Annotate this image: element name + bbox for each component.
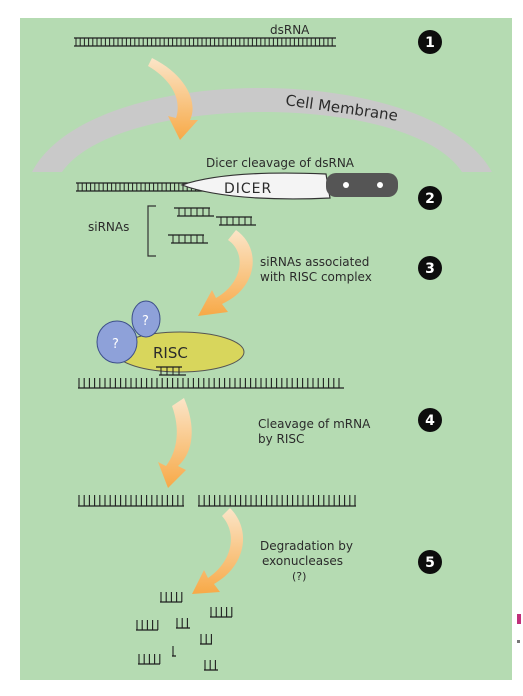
dsrna-strand <box>74 37 336 47</box>
dicer-handle <box>326 173 398 197</box>
dsrna-at-dicer <box>76 182 206 192</box>
unknown-protein-2-label: ? <box>142 314 149 329</box>
cleavage-label-2: by RISC <box>258 432 304 446</box>
unknown-protein-1 <box>96 320 138 364</box>
step-4-number: 4 <box>425 413 435 429</box>
edge-dot-mark <box>517 640 520 643</box>
degradation-label-2: exonucleases <box>262 554 343 568</box>
sirnas-bracket <box>147 205 156 257</box>
step-2-number: 2 <box>425 191 435 207</box>
step-4-circle <box>418 408 442 432</box>
risc-label: RISC <box>153 344 188 362</box>
handle-rivet-2 <box>377 182 383 188</box>
sirna-fragments <box>168 207 256 244</box>
step-3-number: 3 <box>425 261 435 277</box>
arrow-4 <box>192 508 244 594</box>
step-5-number: 5 <box>425 555 435 571</box>
step-2-circle <box>418 186 442 210</box>
arrow-1 <box>148 58 198 140</box>
risc-complex: ? ? RISC <box>96 300 245 376</box>
arrow-2 <box>198 230 253 316</box>
arrow-3 <box>158 398 192 488</box>
sirnas-label: siRNAs <box>88 220 129 234</box>
dicer-knife: DICER <box>180 172 398 200</box>
handle-rivet-1 <box>343 182 349 188</box>
step-1-circle <box>418 30 442 54</box>
step-3-circle <box>418 256 442 280</box>
step-5-circle <box>418 550 442 574</box>
diagram-panel <box>20 18 512 680</box>
risc-bound-sirna <box>156 366 186 376</box>
cleaved-mrna-right <box>198 495 356 507</box>
mrna-strand <box>78 378 344 389</box>
cell-membrane <box>32 88 492 172</box>
degraded-fragments <box>136 592 233 671</box>
step-1-number: 1 <box>425 35 435 51</box>
dicer-label: DICER <box>224 181 272 197</box>
edge-accent-mark <box>517 614 521 624</box>
degradation-label-3: (?) <box>292 570 306 583</box>
cleavage-label-1: Cleavage of mRNA <box>258 417 371 431</box>
process-arrows <box>148 58 253 594</box>
dicer-cleavage-label: Dicer cleavage of dsRNA <box>206 156 355 170</box>
unknown-protein-2 <box>131 300 161 338</box>
step-markers: 1 2 3 4 5 <box>418 30 442 574</box>
degradation-label-1: Degradation by <box>260 539 353 553</box>
unknown-protein-1-label: ? <box>112 337 119 352</box>
risc-assoc-label-2: with RISC complex <box>260 270 372 284</box>
cleaved-mrna-left <box>78 495 184 507</box>
dsrna-label: dsRNA <box>270 23 310 37</box>
risc-assoc-label-1: siRNAs associated <box>260 255 369 269</box>
